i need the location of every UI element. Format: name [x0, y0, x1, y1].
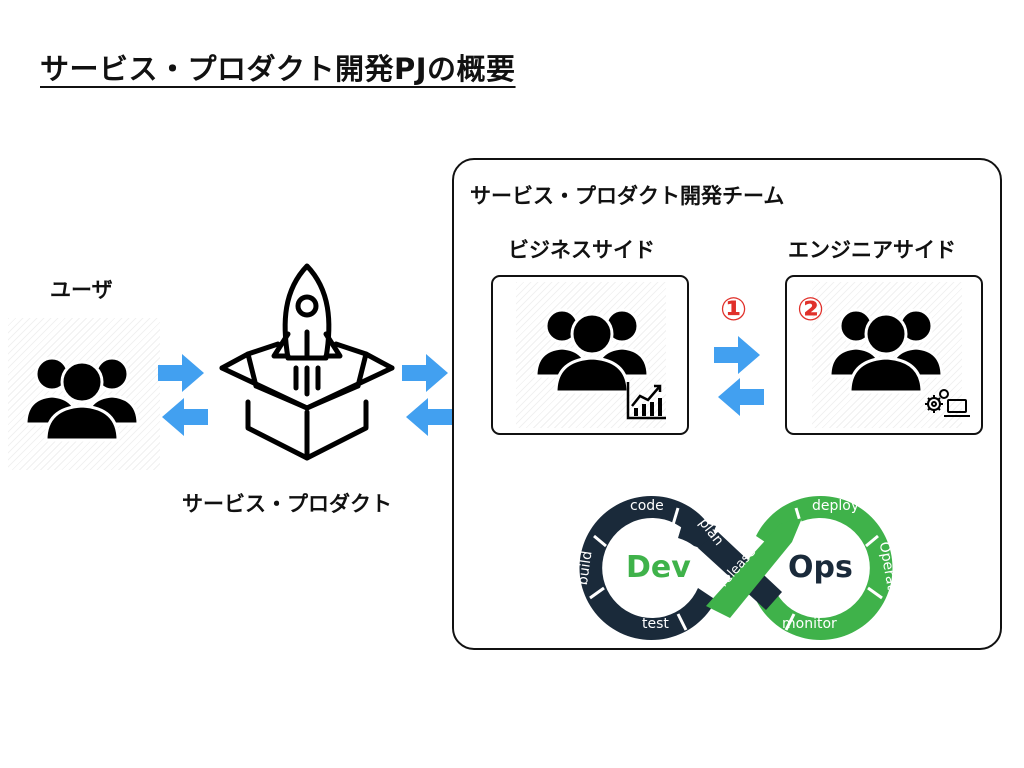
marker-1: ① [720, 290, 748, 328]
arrow-left-icon-1 [162, 398, 208, 436]
engineer-people-icon [828, 308, 944, 394]
stage-test: test [642, 616, 669, 632]
team-box [452, 158, 1002, 650]
dev-label: Dev [626, 550, 691, 585]
team-title: サービス・プロダクト開発チーム [470, 184, 785, 208]
stage-code: code [630, 498, 664, 514]
user-label: ユーザ [50, 278, 113, 302]
rocket-box-icon [219, 263, 395, 461]
product-label: サービス・プロダクト [182, 492, 392, 516]
devops-loop-diagram [579, 496, 893, 640]
marker-2: ② [797, 290, 825, 328]
release-band [706, 518, 802, 618]
stage-monitor: monitor [782, 616, 837, 632]
chart-icon [626, 382, 666, 420]
engineer-side-label: エンジニアサイド [788, 238, 956, 262]
ops-loop [756, 496, 893, 640]
arrow-right-icon-1 [158, 354, 204, 392]
business-people-icon [534, 308, 650, 394]
arrow-left-icon-2 [406, 398, 452, 436]
business-side-label: ビジネスサイド [508, 238, 655, 262]
stage-deploy: deploy [812, 498, 860, 514]
page-title: サービス・プロダクト開発PJの概要 [40, 52, 516, 86]
arrow-left-icon-3 [718, 378, 764, 416]
gear-laptop-icon [925, 389, 970, 417]
arrow-right-icon-3 [714, 336, 760, 374]
ops-label: Ops [788, 550, 853, 585]
arrow-right-icon-2 [402, 354, 448, 392]
user-group-icon [24, 356, 140, 442]
